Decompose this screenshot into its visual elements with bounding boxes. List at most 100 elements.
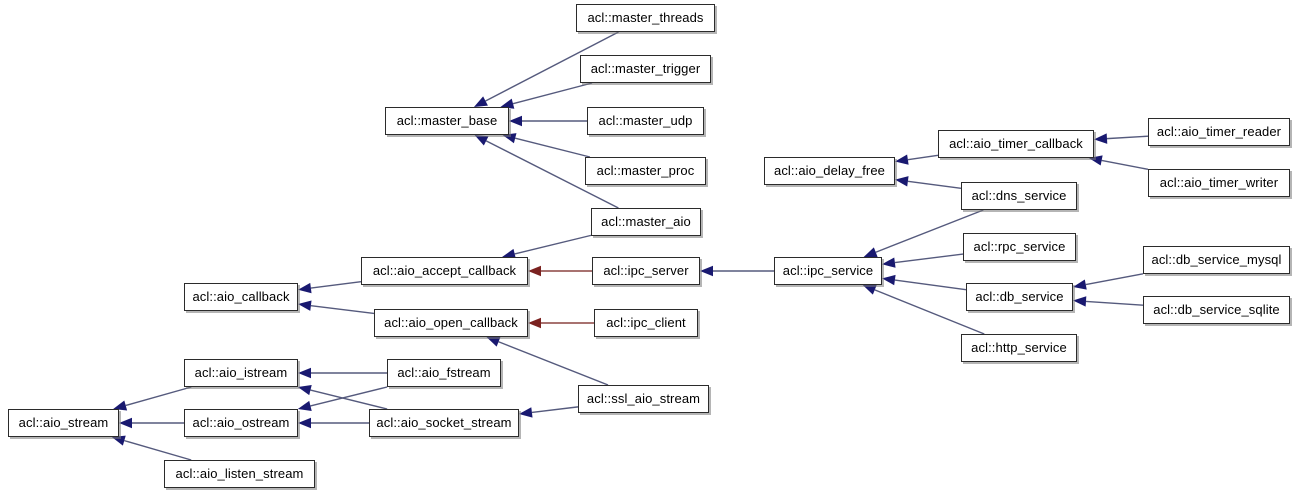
class-node-aio_timer_reader[interactable]: acl::aio_timer_reader: [1148, 118, 1290, 146]
edge-line: [1085, 273, 1144, 286]
class-node-label: acl::db_service: [975, 289, 1064, 304]
class-node-master_aio[interactable]: acl::master_aio: [591, 208, 701, 236]
class-node-db_service[interactable]: acl::db_service: [966, 283, 1073, 311]
edge-line: [124, 439, 192, 461]
class-node-label: acl::aio_listen_stream: [175, 466, 304, 481]
edge-aio_istream-to-aio_stream: [113, 386, 192, 411]
class-node-aio_stream[interactable]: acl::aio_stream: [8, 409, 119, 437]
class-node-ipc_client[interactable]: acl::ipc_client: [594, 309, 698, 337]
edge-master_aio-to-master_base: [474, 135, 619, 209]
edge-arrowhead: [895, 154, 909, 165]
edge-aio_open_callback-to-aio_callback: [298, 300, 375, 315]
edge-line: [874, 289, 985, 335]
class-node-dns_service[interactable]: acl::dns_service: [961, 182, 1077, 210]
edge-aio_listen_stream-to-aio_stream: [111, 435, 192, 461]
edge-arrowhead: [473, 96, 488, 107]
class-node-aio_fstream[interactable]: acl::aio_fstream: [387, 359, 501, 387]
class-node-label: acl::db_service_sqlite: [1153, 302, 1280, 317]
class-node-aio_open_callback[interactable]: acl::aio_open_callback: [374, 309, 528, 337]
edge-arrowhead: [1073, 279, 1087, 290]
class-node-label: acl::ipc_client: [606, 315, 686, 330]
class-node-master_udp[interactable]: acl::master_udp: [587, 107, 704, 135]
class-node-aio_socket_stream[interactable]: acl::aio_socket_stream: [369, 409, 519, 437]
class-node-db_service_sqlite[interactable]: acl::db_service_sqlite: [1143, 296, 1290, 324]
class-node-master_base[interactable]: acl::master_base: [385, 107, 509, 135]
edge-arrowhead: [113, 400, 128, 411]
edge-aio_socket_stream-to-aio_ostream: [298, 417, 369, 429]
edge-line: [498, 341, 609, 386]
edge-rpc_service-to-ipc_service: [882, 253, 964, 268]
edge-arrowhead: [528, 317, 541, 329]
class-node-label: acl::aio_fstream: [397, 365, 491, 380]
class-node-rpc_service[interactable]: acl::rpc_service: [963, 233, 1076, 261]
class-node-aio_ostream[interactable]: acl::aio_ostream: [184, 409, 298, 437]
edge-line: [310, 280, 362, 289]
edge-line: [514, 234, 592, 255]
edge-line: [310, 386, 388, 407]
class-node-aio_istream[interactable]: acl::aio_istream: [184, 359, 298, 387]
edge-ipc_service-to-ipc_server: [700, 265, 774, 277]
edge-ssl_aio_stream-to-aio_open_callback: [486, 336, 609, 386]
edge-arrowhead: [863, 247, 878, 258]
class-node-aio_timer_writer[interactable]: acl::aio_timer_writer: [1148, 169, 1290, 197]
edge-arrowhead: [895, 176, 909, 187]
class-node-label: acl::aio_socket_stream: [376, 415, 512, 430]
edge-arrowhead: [700, 265, 713, 277]
class-node-master_trigger[interactable]: acl::master_trigger: [580, 55, 711, 83]
class-node-http_service[interactable]: acl::http_service: [961, 334, 1077, 362]
class-node-label: acl::master_aio: [601, 214, 691, 229]
class-node-master_threads[interactable]: acl::master_threads: [576, 4, 715, 32]
class-node-aio_timer_callback[interactable]: acl::aio_timer_callback: [938, 130, 1094, 158]
class-node-aio_delay_free[interactable]: acl::aio_delay_free: [764, 157, 895, 185]
edge-line: [125, 386, 192, 407]
class-node-label: acl::aio_timer_callback: [949, 136, 1083, 151]
class-node-label: acl::master_udp: [598, 113, 693, 128]
edge-master_udp-to-master_base: [509, 115, 587, 127]
class-node-db_service_mysql[interactable]: acl::db_service_mysql: [1143, 246, 1290, 274]
edge-aio_socket_stream-to-aio_istream: [297, 385, 388, 410]
edge-arrowhead: [486, 336, 501, 347]
edge-arrowhead: [502, 248, 516, 259]
class-node-aio_callback[interactable]: acl::aio_callback: [184, 283, 298, 311]
edge-line: [485, 140, 619, 209]
edge-db_service_sqlite-to-db_service: [1073, 296, 1144, 307]
class-node-label: acl::aio_accept_callback: [372, 263, 517, 278]
edge-arrowhead: [502, 133, 517, 144]
edge-master_threads-to-master_base: [473, 31, 619, 107]
edge-arrowhead: [298, 300, 312, 311]
edge-ipc_client-to-aio_open_callback: [528, 317, 594, 329]
edge-arrowhead: [111, 435, 126, 446]
edge-dns_service-to-ipc_service: [863, 209, 984, 258]
class-node-ipc_server[interactable]: acl::ipc_server: [592, 257, 700, 285]
edge-line: [1101, 159, 1149, 171]
class-node-aio_listen_stream[interactable]: acl::aio_listen_stream: [164, 460, 315, 488]
class-node-label: acl::aio_delay_free: [773, 163, 886, 178]
edge-aio_timer_callback-to-aio_delay_free: [895, 154, 939, 165]
edge-aio_timer_reader-to-aio_timer_callback: [1094, 133, 1149, 144]
class-node-label: acl::aio_stream: [18, 415, 109, 430]
edge-arrowhead: [474, 135, 489, 146]
class-node-ssl_aio_stream[interactable]: acl::ssl_aio_stream: [578, 385, 709, 413]
class-node-aio_accept_callback[interactable]: acl::aio_accept_callback: [361, 257, 528, 285]
edge-line: [310, 304, 375, 315]
edge-dns_service-to-aio_delay_free: [895, 176, 962, 190]
edge-arrowhead: [509, 115, 522, 127]
class-node-label: acl::db_service_mysql: [1151, 252, 1282, 267]
edge-line: [485, 31, 619, 102]
edge-arrowhead: [297, 385, 312, 396]
class-node-label: acl::http_service: [971, 340, 1067, 355]
edge-arrowhead: [298, 417, 311, 429]
edge-arrowhead: [298, 367, 311, 379]
class-node-master_proc[interactable]: acl::master_proc: [585, 157, 706, 185]
class-node-label: acl::master_base: [396, 113, 498, 128]
edge-http_service-to-ipc_service: [862, 285, 985, 335]
edge-ssl_aio_stream-to-aio_socket_stream: [519, 406, 579, 418]
edge-line: [894, 279, 967, 291]
class-node-label: acl::aio_open_callback: [384, 315, 518, 330]
class-node-ipc_service[interactable]: acl::ipc_service: [774, 257, 882, 285]
edge-line: [512, 82, 593, 105]
edge-db_service_mysql-to-db_service: [1073, 273, 1144, 290]
class-node-label: acl::aio_timer_writer: [1159, 175, 1279, 190]
edge-aio_fstream-to-aio_ostream: [297, 386, 388, 411]
